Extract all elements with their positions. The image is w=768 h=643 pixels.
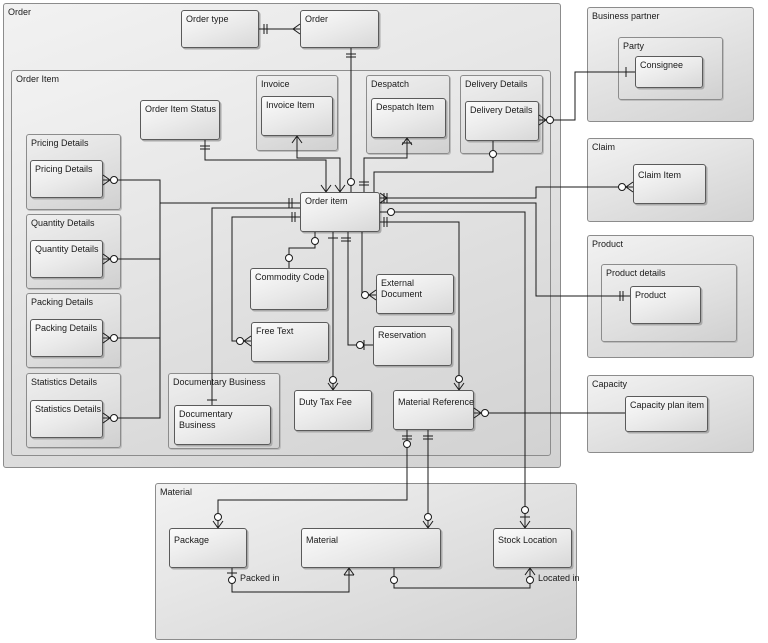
connector-status-orderitem [204,140,327,192]
connector-delivery-consignee [539,71,635,121]
connector-matref-orderitem [380,221,460,390]
package-business-partner-label: Business partner [592,11,660,21]
package-party-label: Party [623,41,645,51]
entity-despatch-item[interactable]: Despatch Item [371,98,446,138]
entity-free-text-label: Free Text [256,326,294,336]
entity-capacity-plan-item[interactable]: Capacity plan item [625,396,708,432]
entity-order-item-status-label: Order Item Status [145,104,217,114]
entity-stock-location-label: Stock Location [498,535,558,545]
entity-package-label: Package [174,535,210,545]
connector-despatch-orderitem [363,138,408,192]
connector-package-material [231,568,350,593]
entity-claim-item[interactable]: Claim Item [633,164,706,204]
connector-packing-orderitem [103,203,161,339]
relationship-label-packed-in: Packed in [240,573,280,583]
entity-order-type-label: Order type [186,14,229,24]
connector-product-orderitem [380,202,630,297]
package-packing-details-label: Packing Details [31,297,94,307]
entity-documentary-business[interactable]: Documentary Business [174,405,271,445]
entity-commodity-code-label: Commodity Code [255,272,325,282]
entity-package[interactable]: Package [169,528,247,568]
connector-material-stock [393,568,531,589]
connector-freetext-orderitem [231,216,300,342]
relationship-label-located-in: Located in [538,573,580,583]
entity-material-label: Material [306,535,339,545]
package-material-label: Material [160,487,193,497]
connector-invoice-orderitem [296,136,341,192]
entity-material[interactable]: Material [301,528,441,568]
entity-order-type[interactable]: Order type [181,10,259,48]
connector-extdoc-orderitem [361,232,376,296]
package-delivery-details-label: Delivery Details [465,79,528,89]
optional-circles [110,116,626,584]
cardinality-markers [102,23,634,576]
entity-duty-tax-fee-label: Duty Tax Fee [299,397,352,407]
entity-material-reference[interactable]: Material Reference [393,390,474,430]
package-despatch-label: Despatch [371,79,410,89]
entity-invoice-item-label: Invoice Item [266,100,315,110]
entity-invoice-item[interactable]: Invoice Item [261,96,333,136]
entity-order-label: Order [305,14,329,24]
package-claim-label: Claim [592,142,616,152]
entity-consignee[interactable]: Consignee [635,56,703,88]
entity-product[interactable]: Product [630,286,701,324]
connector-stock-orderitem [380,211,526,528]
package-order-label: Order [8,7,32,17]
entity-statistics-details[interactable]: Statistics Details [30,400,103,438]
entity-order[interactable]: Order [300,10,379,48]
entity-packing-details-label: Packing Details [35,323,98,333]
connector-statistics-orderitem [103,203,161,419]
package-quantity-details-label: Quantity Details [31,218,95,228]
entity-duty-tax-fee[interactable]: Duty Tax Fee [294,390,372,431]
connector-claim-orderitem [380,186,633,199]
entity-product-label: Product [635,290,667,300]
entity-statistics-details-label: Statistics Details [35,404,102,414]
entity-quantity-details-label: Quantity Details [35,244,99,254]
entity-quantity-details[interactable]: Quantity Details [30,240,103,278]
entity-reservation-label: Reservation [378,330,427,340]
entity-packing-details[interactable]: Packing Details [30,319,103,357]
entity-order-item-status[interactable]: Order Item Status [140,100,220,140]
connector-pricing-orderitem [103,179,300,204]
package-product-details-label: Product details [606,268,666,278]
package-capacity-label: Capacity [592,379,628,389]
connector-quantity-orderitem [103,203,161,260]
entity-material-reference-label: Material Reference [398,397,475,407]
package-pricing-details-label: Pricing Details [31,138,89,148]
connector-documentary-orderitem [211,207,300,405]
package-statistics-details-label: Statistics Details [31,377,98,387]
entity-claim-item-label: Claim Item [638,170,682,180]
entity-delivery-details-label: Delivery Details [470,105,533,115]
connector-matref-package [217,430,408,528]
entity-order-item-label: Order item [305,196,348,206]
entity-capacity-plan-item-label: Capacity plan item [630,400,705,410]
entity-external-document[interactable]: External Document [376,274,454,314]
package-product-label: Product [592,239,624,249]
entity-commodity-code[interactable]: Commodity Code [250,268,328,310]
entity-pricing-details-label: Pricing Details [35,164,93,174]
entity-delivery-details[interactable]: Delivery Details [465,101,539,141]
entity-consignee-label: Consignee [640,60,684,70]
package-order-item-label: Order Item [16,74,60,84]
entity-reservation[interactable]: Reservation [373,326,452,366]
entity-despatch-item-label: Despatch Item [376,102,435,112]
entity-order-item[interactable]: Order item [300,192,380,232]
entity-free-text[interactable]: Free Text [251,322,329,362]
package-invoice-label: Invoice [261,79,290,89]
connector-delivery-orderitem [373,141,494,192]
connector-commodity-orderitem [288,232,316,268]
connector-reservation-orderitem [347,232,373,346]
package-documentary-business-label: Documentary Business [173,377,266,387]
entity-stock-location[interactable]: Stock Location [493,528,572,568]
entity-external-document-label: External Document [381,278,423,299]
entity-documentary-business-label: Documentary Business [179,409,233,430]
entity-pricing-details[interactable]: Pricing Details [30,160,103,198]
